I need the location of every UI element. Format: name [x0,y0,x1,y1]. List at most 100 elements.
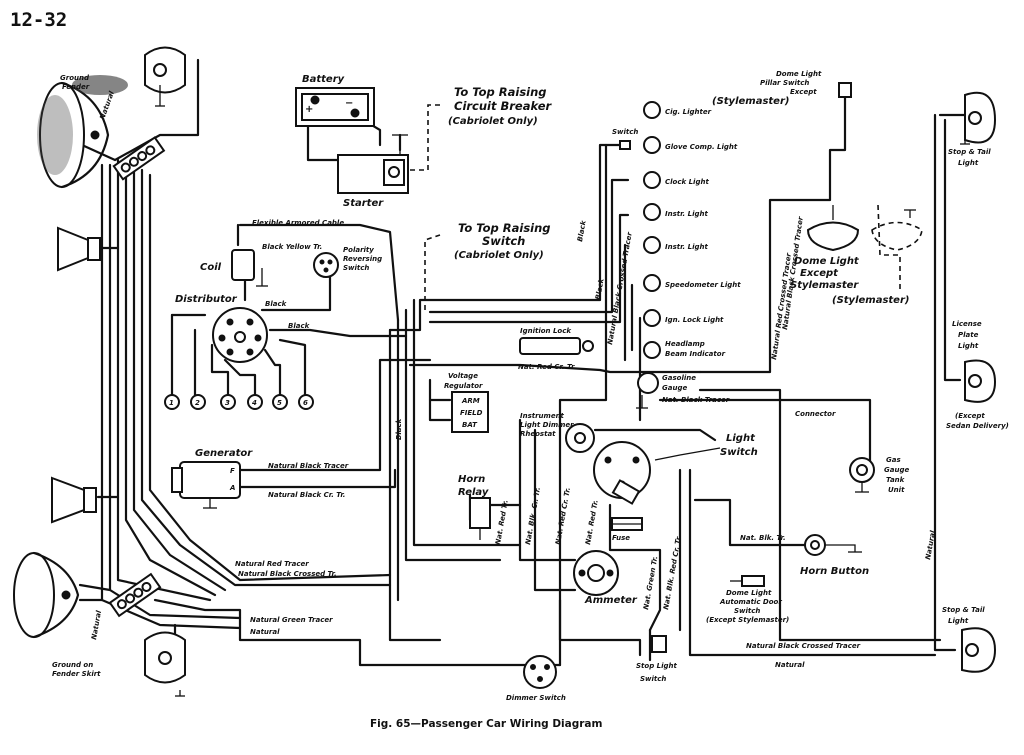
label-dome-except-2: Except [800,268,839,279]
label-nat-red-cr-tr-v: Nat. Red Cr. Tr. [554,487,572,546]
label-fuse: Fuse [612,534,630,542]
label-ground-fender: Ground [60,74,90,82]
junction-block-top-left [112,136,166,181]
label-distributor: Distributor [175,294,238,305]
label-license-1: License [952,320,982,328]
label-gas-gauge-tank-1: Gas [886,456,901,464]
ground-symbols [155,100,970,697]
label-stop-tail-top-1: Stop & Tail [948,148,991,156]
headlight-lower-left [13,551,80,639]
stop-light-switch [651,635,667,653]
label-top-breaker-3: (Cabriolet Only) [448,116,538,127]
label-gas-gauge-tank-4: Unit [888,486,905,494]
horn-lower [51,476,97,524]
label-voltage-1: Voltage [448,372,478,380]
label-natural-1: Natural [250,628,280,636]
label-dome-pillar-1: Dome Light [776,70,822,78]
label-natural-black-crossed-tracer-h: Natural Black Crossed Tracer [746,642,861,650]
label-rheostat-1: Instrument [520,412,565,420]
gen-f: F [230,467,235,475]
parking-light-upper [144,46,186,100]
svg-text:+: + [305,104,313,115]
plug-number-6: 6 [303,399,308,407]
label-battery: Battery [302,74,345,85]
label-stop-light-switch-2: Switch [640,675,666,683]
label-clock-light: Clock Light [665,178,709,186]
label-natural-black-tracer: Natural Black Tracer [268,462,349,470]
coil [231,249,268,287]
vr-field: FIELD [460,409,483,417]
label-cig-lighter: Cig. Lighter [665,108,712,116]
label-license-except-2: Sedan Delivery) [946,422,1009,430]
label-glove-comp-light: Glove Comp. Light [665,143,738,151]
label-ignition-lock: Ignition Lock [520,327,572,335]
label-stop-light-switch-1: Stop Light [636,662,677,670]
label-connector: Connector [795,410,836,418]
label-nat-red-cr-tr: Nat. Red Cr. Tr. [518,363,576,371]
label-stop-tail-bottom-1: Stop & Tail [942,606,985,614]
label-nat-black-tracer: Nat. Black Tracer [662,396,730,404]
generator: F A [171,461,241,509]
plug-number-2: 2 [195,399,200,407]
label-headlamp-2: Beam Indicator [665,350,726,358]
dashed-switch-lead [424,234,441,310]
label-natural-2: Natural [775,661,805,669]
label-door-switch-4: (Except Stylemaster) [706,616,789,624]
label-natural-black-cr-tr: Natural Black Cr. Tr. [268,491,345,499]
label-nat-blk-cr-tr-v: Nat. Blk. Cr. Tr. [524,487,542,546]
label-gasoline-gauge-1: Gasoline [662,374,696,382]
label-horn-relay-2: Relay [458,487,489,498]
label-gas-gauge-tank-2: Gauge [884,466,909,474]
label-top-switch-1: To Top Raising [458,221,551,235]
ground-fender-scribble [72,75,128,95]
label-natural-black-crossed-tr: Natural Black Crossed Tr. [238,570,337,578]
label-dome-pillar-2: Pillar Switch [760,79,809,87]
label-dome-except-3: Stylemaster [790,280,859,291]
label-polarity-3: Switch [343,264,369,272]
starter [337,134,409,194]
light-switch [593,441,651,505]
dome-light [806,205,860,252]
label-license-except-1: (Except [955,412,985,420]
label-stylemaster-mid: (Stylemaster) [832,295,909,306]
label-rheostat-2: Light Dimmer [520,421,574,429]
plug-number-4: 4 [252,399,257,407]
label-instr-light-2: Instr. Light [665,243,709,251]
label-flexible-armored-cable: Flexible Armored Cable [252,219,344,227]
license-plate-light [964,359,997,403]
label-light-switch-1: Light [726,433,756,444]
label-black-1: Black [265,300,288,308]
parking-light-lower [144,631,186,684]
label-coil: Coil [200,262,222,273]
label-natural-green-tracer: Natural Green Tracer [250,616,333,624]
plug-number-1: 1 [169,399,174,407]
battery: + − [295,87,375,127]
label-horn-relay-1: Horn [458,474,485,485]
label-top-breaker-1: To Top Raising [454,85,547,99]
label-black-vertical-2: Black [576,219,588,243]
wire-harness [58,58,967,667]
label-rheostat-3: Rheostat [520,430,556,438]
label-ammeter: Ammeter [584,595,638,606]
label-natural-left-bottom: Natural [90,609,103,640]
label-starter: Starter [343,198,384,209]
plug-number-5: 5 [277,399,282,407]
label-light-switch-2: Switch [720,447,758,458]
label-dome-pillar-3: Except [790,88,817,96]
dashed-breaker-lead [410,104,440,171]
dome-light-pillar-switch [838,82,852,98]
gas-gauge-tank-unit [849,457,875,493]
svg-text:−: − [345,98,353,109]
label-polarity-2: Reversing [343,255,382,263]
label-nat-red-tr-v3: Nat. Red Tr. [584,499,600,545]
horn-button [804,534,862,556]
stop-tail-light-top [964,91,997,144]
label-speedometer-light: Speedometer Light [665,281,741,289]
label-black-2: Black [288,322,311,330]
dashed-stylemaster-lead [877,204,901,290]
label-polarity-1: Polarity [343,246,374,254]
ammeter [573,550,619,596]
label-door-switch-2: Automatic Door [719,598,782,606]
label-ign-lock-light: Ign. Lock Light [665,316,724,324]
label-ground-fender-2: Fender [62,83,90,91]
